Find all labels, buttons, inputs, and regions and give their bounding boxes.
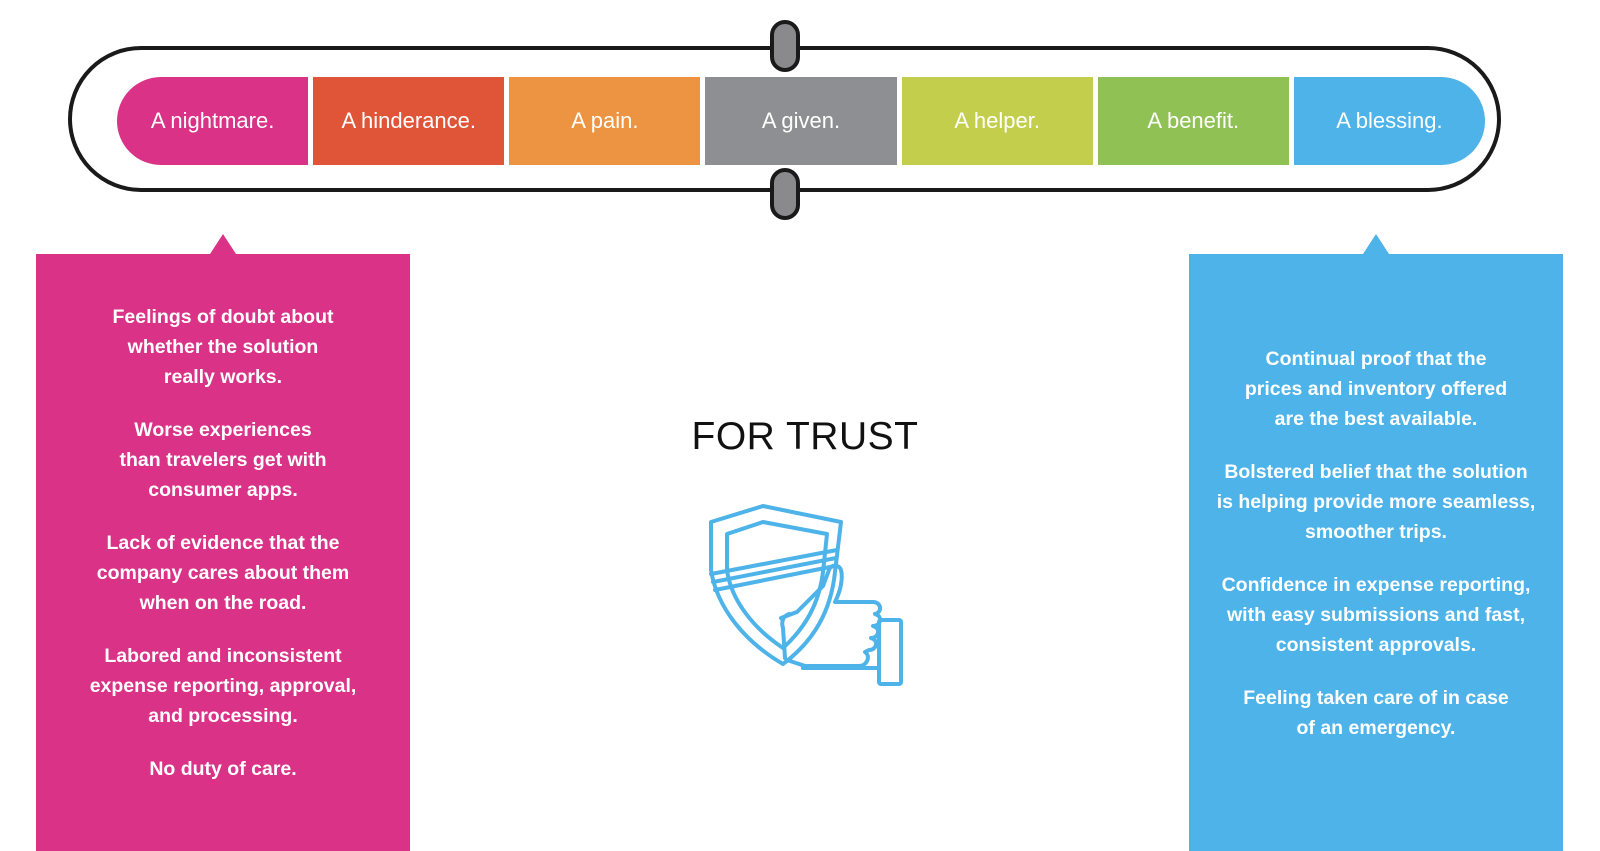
scale-segment-label: A benefit. bbox=[1147, 108, 1240, 133]
positive-point: Feeling taken care of in case of an emer… bbox=[1243, 687, 1509, 739]
scale-segment-hinderance: A hinderance. bbox=[313, 77, 505, 165]
scale-segment-label: A pain. bbox=[571, 108, 639, 133]
negative-panel: Feelings of doubt about whether the solu… bbox=[36, 234, 410, 851]
positive-point: Bolstered belief that the solution is he… bbox=[1216, 461, 1536, 543]
negative-point: Labored and inconsistent expense reporti… bbox=[89, 645, 357, 727]
scale-segment-given: A given. bbox=[705, 77, 897, 165]
scale-segment-label: A helper. bbox=[954, 108, 1040, 133]
scale-segment-label: A blessing. bbox=[1336, 108, 1443, 133]
experience-scale: A nightmare. A hinderance. A pain. A giv… bbox=[117, 77, 1485, 165]
scale-segment-label: A hinderance. bbox=[341, 108, 476, 133]
negative-point: Worse experiences than travelers get wit… bbox=[119, 419, 327, 501]
positive-panel: Continual proof that the prices and inve… bbox=[1189, 234, 1563, 851]
shield-thumbs-up-icon bbox=[709, 504, 903, 686]
scale-segment-label: A given. bbox=[761, 108, 841, 133]
positive-point: Continual proof that the prices and inve… bbox=[1244, 348, 1508, 430]
scale-segment-pain: A pain. bbox=[509, 77, 701, 165]
positive-point: Confidence in expense reporting, with ea… bbox=[1221, 574, 1531, 656]
negative-point: No duty of care. bbox=[149, 758, 297, 780]
scale-segment-nightmare: A nightmare. bbox=[117, 77, 309, 165]
scale-segment-benefit: A benefit. bbox=[1097, 77, 1289, 165]
negative-point: Feelings of doubt about whether the solu… bbox=[112, 306, 334, 388]
slider-knob-icon[interactable] bbox=[770, 168, 800, 220]
scale-segment-blessing: A blessing. bbox=[1293, 77, 1485, 165]
negative-point: Lack of evidence that the company cares … bbox=[96, 532, 350, 614]
page-title: FOR TRUST bbox=[691, 415, 919, 458]
scale-segment-label: A nightmare. bbox=[150, 108, 275, 133]
scale-segment-helper: A helper. bbox=[901, 77, 1093, 165]
slider-knob-icon[interactable] bbox=[770, 20, 800, 72]
